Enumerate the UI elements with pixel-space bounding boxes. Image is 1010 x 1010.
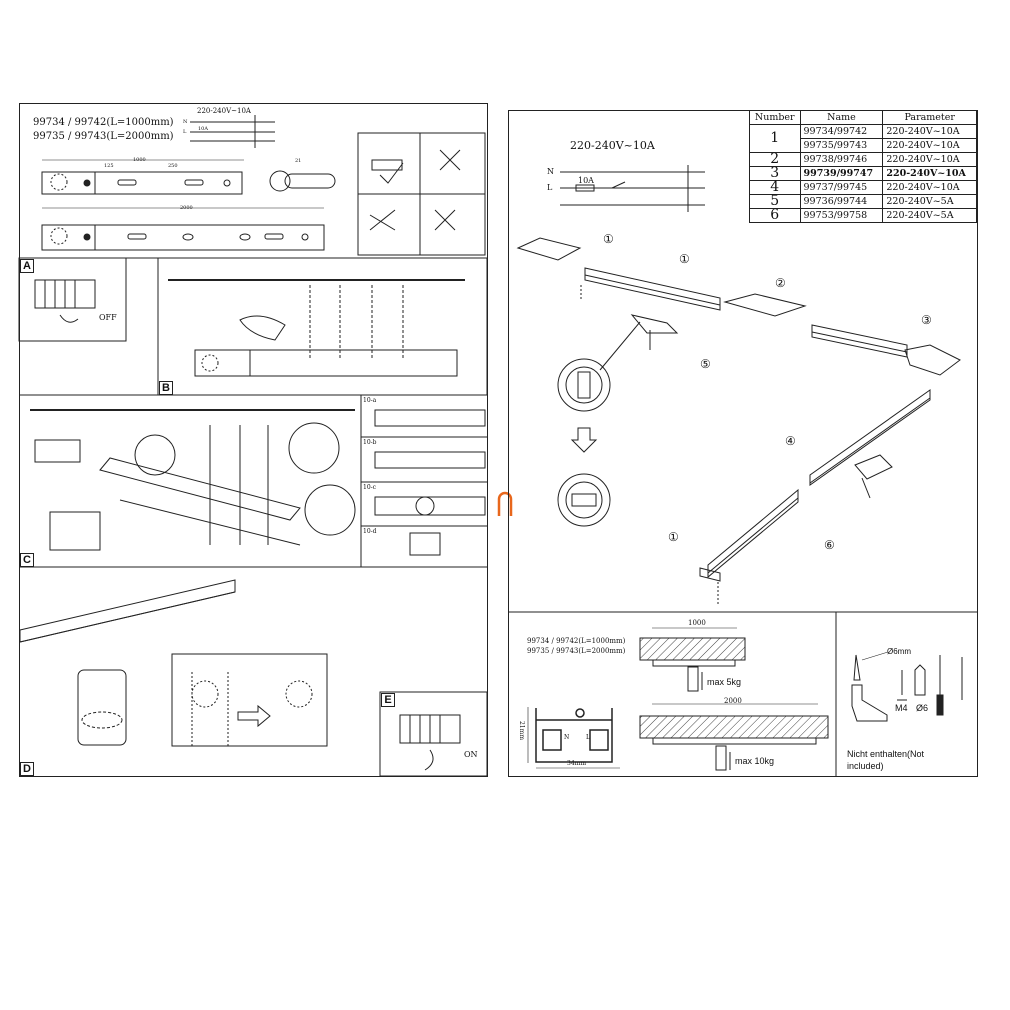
step-10d: 10-d (363, 528, 377, 535)
screw-m4: M4 (895, 703, 908, 713)
section-label-a: A (20, 259, 34, 273)
right-wiring-fuse: 10A (578, 176, 594, 185)
table-row: 1 99734/99742 220-240V~10A (749, 124, 977, 153)
load-2000-drawing (639, 703, 829, 771)
connector-arch-icon (496, 490, 514, 516)
step-10a: 10-a (363, 397, 377, 404)
hardware-drawings (851, 651, 963, 722)
callout-1a: ① (603, 232, 614, 246)
model-line-2: 99735 / 99743(L=2000mm) (33, 131, 174, 142)
row-name: 99753/99758 (799, 208, 884, 223)
bottom-dim-2000: 2000 (724, 697, 742, 705)
breaker-on-drawing (399, 714, 461, 771)
left-sheet (19, 103, 488, 777)
rail-install-drawing (30, 409, 356, 551)
bottom-model-line-1: 99734 / 99742(L=1000mm) (527, 637, 626, 645)
callout-2: ② (775, 276, 786, 290)
wiring-diagram-right (560, 165, 705, 212)
screw-diameter: Ø6mm (887, 647, 911, 656)
table-row: 99735/99743 220-240V~10A (750, 138, 977, 153)
mounting-correct-incorrect-grid (357, 132, 486, 256)
rail-1000-drawing (41, 159, 244, 195)
callout-3: ③ (921, 313, 932, 327)
keyhole-drawing (269, 170, 336, 192)
max-10kg-label: max 10kg (735, 756, 775, 766)
step-10c: 10-c (363, 484, 377, 491)
bottom-model-line-2: 99735 / 99743(L=2000mm) (527, 647, 626, 655)
dim-250: 250 (168, 163, 178, 169)
track-layout-drawing (516, 237, 961, 605)
table-row: 2 99738/99746 220-240V~10A (749, 152, 977, 167)
profile-l: L (586, 734, 590, 741)
wiring-fuse: 10A (198, 126, 208, 132)
model-line-1: 99734 / 99742(L=1000mm) (33, 117, 174, 128)
dim-21: 21 (295, 158, 302, 164)
wiring-diagram-left (190, 115, 275, 148)
ceiling-drill-drawing (168, 279, 465, 377)
section-label-c: C (20, 553, 34, 567)
wiring-n: N (183, 119, 188, 125)
right-wiring-l: L (547, 183, 553, 192)
row-param: 220-240V~5A (882, 208, 977, 223)
breaker-off-drawing (34, 279, 96, 323)
switch-on-label: ON (464, 750, 478, 759)
callout-4: ④ (785, 434, 796, 448)
parts-table: Number Name Parameter 1 99734/99742 220-… (749, 110, 977, 223)
wiring-l: L (183, 129, 187, 135)
section-label-e: E (381, 693, 395, 707)
wiring-voltage: 220-240V~10A (197, 107, 251, 115)
table-row: 4 99737/99745 220-240V~10A (749, 180, 977, 195)
bottom-dim-1000: 1000 (688, 619, 706, 627)
profile-width: 34mm (567, 760, 587, 767)
right-wiring-n: N (547, 167, 554, 176)
not-included-note: Nicht enthalten(Not included) (847, 749, 925, 771)
spotlight-install-drawing (19, 579, 328, 747)
dim-125: 125 (104, 163, 114, 169)
section-label-d: D (20, 762, 34, 776)
dowel-6: Ø6 (916, 703, 929, 713)
rail-2000-drawing (41, 207, 325, 251)
step-drawings (374, 409, 486, 556)
profile-height: 21mm (518, 720, 526, 741)
load-1000-drawing (639, 627, 746, 692)
callout-1c: ① (668, 530, 679, 544)
callout-6: ⑥ (824, 538, 835, 552)
step-10b: 10-b (363, 439, 377, 446)
table-row: 6 99753/99758 220-240V~5A (749, 208, 977, 223)
right-wiring-voltage: 220-240V~10A (570, 139, 655, 152)
right-sheet (508, 110, 978, 777)
section-label-b: B (159, 381, 173, 395)
callout-1b: ① (679, 252, 690, 266)
callout-5: ⑤ (700, 357, 711, 371)
profile-n: N (564, 734, 570, 741)
max-5kg-label: max 5kg (707, 677, 742, 687)
rail-profile-drawing (527, 707, 620, 769)
switch-off-label: OFF (99, 313, 117, 322)
